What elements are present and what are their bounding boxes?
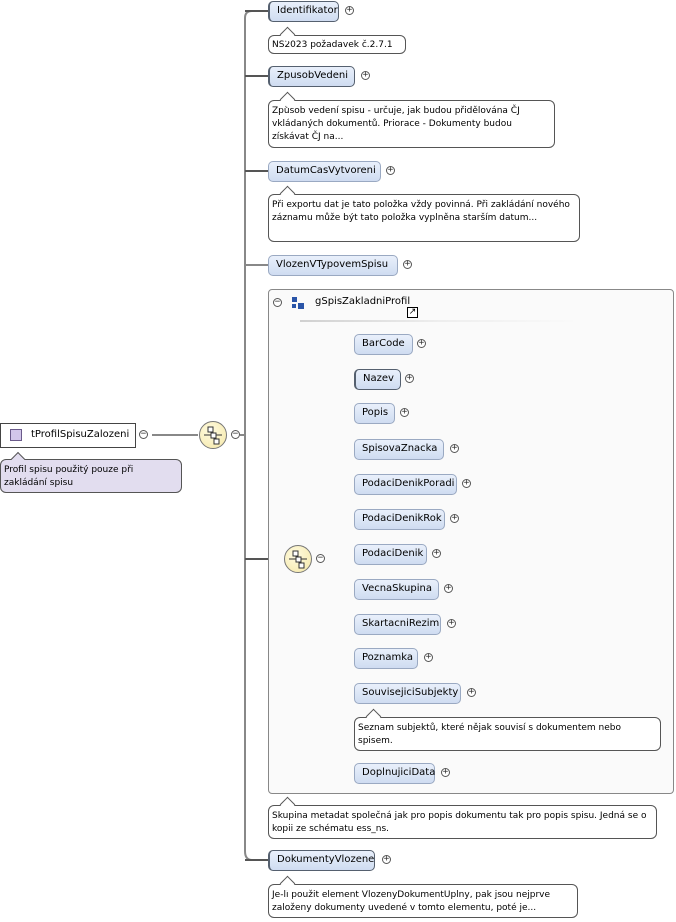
complex-type-icon — [10, 429, 22, 441]
element-label: DokumentyVlozene — [277, 854, 375, 865]
element-label: PodaciDenik — [362, 548, 424, 559]
element-vecnaskupina[interactable]: VecnaSkupina — [354, 579, 439, 600]
element-label: SouvisejiciSubjekty — [362, 687, 459, 698]
expand-icon[interactable]: + — [444, 583, 453, 593]
root-type-node[interactable]: tProfilSpisuZalozeni — [0, 423, 136, 448]
element-label: Poznamka — [362, 652, 413, 663]
group-divider — [300, 320, 580, 322]
element-datumcasvytvoreni[interactable]: DatumCasVytvoreni — [268, 161, 381, 182]
expand-icon[interactable]: + — [447, 618, 456, 628]
annotation-souvisejicisubjekty: Seznam subjektů, které nějak souvisí s d… — [354, 717, 661, 751]
reference-arrow-icon[interactable]: ↗ — [407, 307, 418, 318]
expand-icon[interactable]: + — [441, 767, 450, 777]
expand-icon[interactable]: + — [400, 407, 409, 417]
annotation-identifikator: NS2023 požadavek č.2.7.1 — [268, 35, 406, 54]
expand-icon[interactable]: + — [403, 259, 412, 269]
element-label: ZpusobVedeni — [277, 70, 349, 81]
sequence-icon[interactable] — [284, 545, 312, 573]
root-annotation: Profil spisu použitý pouze při zakládání… — [0, 459, 182, 493]
element-label: DatumCasVytvoreni — [276, 165, 376, 176]
expand-icon[interactable]: + — [424, 652, 433, 662]
element-label: Popis — [362, 407, 389, 418]
expand-icon[interactable]: + — [386, 165, 395, 175]
element-spisovaznacka[interactable]: SpisovaZnacka — [354, 439, 444, 460]
collapse-icon[interactable]: − — [231, 429, 240, 439]
annotation-dokumentyvlozene: Je-li použit element VlozenyDokumentUpln… — [268, 884, 578, 918]
element-label: Identifikator — [277, 5, 338, 16]
element-zpusobvedeni[interactable]: ZpusobVedeni — [268, 66, 355, 87]
annotation-group: Skupina metadat společná jak pro popis d… — [268, 805, 657, 839]
sequence-icon[interactable] — [199, 421, 227, 449]
root-type-label: tProfilSpisuZalozeni — [31, 429, 130, 440]
expand-icon[interactable]: + — [417, 338, 426, 348]
element-skartacnirezim[interactable]: SkartacniRezim — [354, 614, 441, 635]
element-label: DoplnujiciData — [362, 767, 436, 778]
element-label: SkartacniRezim — [362, 618, 440, 629]
collapse-icon[interactable]: − — [273, 297, 282, 307]
annotation-zpusobvedeni: Způsob vedení spisu - určuje, jak budou … — [268, 100, 555, 148]
element-barcode[interactable]: BarCode — [354, 334, 413, 355]
group-container — [268, 289, 674, 794]
element-label: Nazev — [363, 373, 394, 384]
expand-icon[interactable]: + — [432, 548, 441, 558]
element-podacidenik[interactable]: PodaciDenik — [354, 544, 427, 565]
element-label: SpisovaZnacka — [362, 443, 438, 454]
expand-icon[interactable]: + — [462, 478, 471, 488]
expand-icon[interactable]: + — [382, 854, 391, 864]
annotation-datumcasvytvoreni: Při exportu dat je tato položka vždy pov… — [268, 194, 580, 242]
element-vlozenvtypovemspisu[interactable]: VlozenVTypovemSpisu — [268, 255, 398, 276]
sequence-glyph — [289, 550, 307, 569]
element-label: BarCode — [362, 338, 405, 349]
element-label: VlozenVTypovemSpisu — [276, 259, 389, 270]
collapse-icon[interactable]: − — [139, 429, 148, 439]
expand-icon[interactable]: + — [450, 443, 459, 453]
element-identifikator[interactable]: Identifikator — [268, 1, 339, 22]
element-doplnujicidata[interactable]: DoplnujiciData — [354, 763, 435, 784]
group-icon — [292, 297, 304, 309]
group-title: gSpisZakladniProfil — [315, 296, 411, 307]
collapse-icon[interactable]: − — [316, 553, 325, 563]
expand-icon[interactable]: + — [345, 5, 354, 15]
expand-icon[interactable]: + — [361, 70, 370, 80]
element-nazev[interactable]: Nazev — [354, 369, 401, 390]
expand-icon[interactable]: + — [467, 687, 476, 697]
element-souvisejicisubjekty[interactable]: SouvisejiciSubjekty — [354, 683, 461, 704]
element-podacidenikrok[interactable]: PodaciDenikRok — [354, 509, 445, 530]
element-podacidenikporadi[interactable]: PodaciDenikPoradi — [354, 474, 457, 495]
element-label: VecnaSkupina — [362, 583, 432, 594]
expand-icon[interactable]: + — [450, 513, 459, 523]
element-poznamka[interactable]: Poznamka — [354, 648, 418, 669]
element-dokumentyvlozene[interactable]: DokumentyVlozene — [268, 850, 375, 871]
element-popis[interactable]: Popis — [354, 403, 395, 424]
element-label: PodaciDenikPoradi — [362, 478, 455, 489]
sequence-glyph — [204, 426, 222, 445]
element-label: PodaciDenikRok — [362, 513, 442, 524]
expand-icon[interactable]: + — [405, 373, 414, 383]
